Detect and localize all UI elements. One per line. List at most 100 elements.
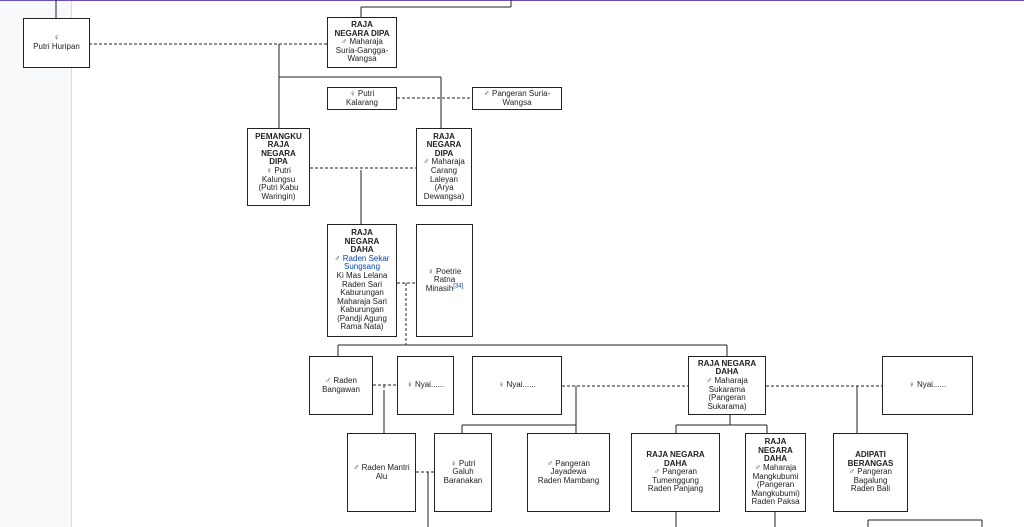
- person-raja-negara-daha-raden-sekar-sungsang[interactable]: RAJA NEGARA DAHA ♂ Raden Sekar Sungsang …: [327, 224, 397, 337]
- person-name: Pangeran: [857, 467, 892, 477]
- top-accent-bar: [0, 0, 1024, 1]
- male-icon: ♂: [334, 253, 341, 263]
- person-raja-negara-dipa-suria-gangga-wangsa[interactable]: RAJA NEGARA DIPA ♂ Maharaja Suria-Gangga…: [327, 17, 397, 68]
- person-name: Nyai......: [506, 380, 536, 390]
- person-title: DAHA: [715, 367, 739, 377]
- person-name: (Putri Kabu: [258, 183, 299, 193]
- person-pangeran-jayadewa[interactable]: ♂ Pangeran Jayadewa Raden Mambang: [527, 433, 610, 512]
- person-putri-kalarang[interactable]: ♀ Putri Kalarang: [327, 87, 397, 110]
- person-raden-bangawan[interactable]: ♂ Raden Bangawan: [309, 356, 373, 415]
- person-title: RAJA: [351, 20, 373, 30]
- person-raja-negara-dipa-carang-laleyan[interactable]: RAJA NEGARA DIPA ♂ Maharaja Carang Laley…: [416, 128, 472, 206]
- person-nyai-2[interactable]: ♀ Nyai......: [472, 356, 562, 415]
- person-name: Jayadewa: [550, 467, 587, 477]
- person-name: Rama Nata): [340, 322, 384, 332]
- person-title: DAHA: [763, 454, 788, 464]
- person-name: Kaburungan: [340, 288, 384, 298]
- person-name: Putri: [357, 88, 375, 98]
- person-name: Putri: [458, 458, 476, 468]
- male-icon: ♂: [353, 462, 360, 472]
- male-icon: ♂: [423, 157, 430, 167]
- person-title: DAHA: [350, 245, 374, 255]
- person-raja-negara-daha-pangeran-tumenggung[interactable]: RAJA NEGARA DAHA ♂ Pangeran Tumenggung R…: [631, 433, 720, 512]
- person-raja-negara-daha-sukarama[interactable]: RAJA NEGARA DAHA ♂ Maharaja Sukarama (Pa…: [688, 356, 766, 415]
- person-title: DAHA: [663, 458, 688, 468]
- person-name: Maharaja: [714, 375, 748, 385]
- person-name: Wangsa: [347, 54, 377, 64]
- person-link[interactable]: Sungsang: [343, 262, 381, 272]
- person-name: Alu: [375, 471, 388, 481]
- person-poetrie-ratna-minasih[interactable]: ♀ Poetrie Ratna Minasih[34]: [416, 224, 473, 337]
- person-name: Dewangsa): [423, 191, 465, 201]
- male-icon: ♂: [341, 37, 348, 47]
- person-nyai-3[interactable]: ♀ Nyai......: [882, 356, 973, 415]
- person-nyai-1[interactable]: ♀ Nyai......: [397, 356, 454, 415]
- person-name: Suria-Gangga-: [335, 45, 389, 55]
- person-name: Mangkubumi: [752, 471, 799, 481]
- person-title: RAJA NEGARA: [646, 450, 705, 460]
- male-icon: ♂: [325, 375, 332, 385]
- person-name: Raden: [333, 375, 357, 385]
- left-side-panel: [0, 1, 72, 527]
- person-raja-negara-daha-maharaja-mangkubumi[interactable]: RAJA NEGARA DAHA ♂ Maharaja Mangkubumi (…: [745, 433, 806, 512]
- person-adipati-berangas[interactable]: ADIPATI BERANGAS ♂ Pangeran Bagalung Rad…: [833, 433, 908, 512]
- male-icon: ♂: [849, 467, 856, 477]
- person-name: Tumenggung: [652, 475, 699, 485]
- person-name: Raden Bali: [850, 484, 891, 494]
- person-name: Carang: [430, 166, 458, 175]
- person-pemangku-putri-kalungsu[interactable]: PEMANGKU RAJA NEGARA DIPA ♀ Putri Kalung…: [247, 128, 310, 206]
- person-title: PEMANGKU: [255, 131, 302, 141]
- person-name: Ratna: [433, 275, 456, 285]
- person-name: Maharaja: [762, 462, 797, 472]
- person-title: RAJA: [351, 227, 373, 237]
- person-name: Raden Mambang: [537, 475, 600, 485]
- person-name: (Arya: [434, 183, 454, 193]
- person-name: Kalarang: [345, 97, 379, 107]
- person-link[interactable]: Raden Sekar: [342, 253, 390, 263]
- person-name: Sukarama): [707, 401, 747, 411]
- person-title: RAJA NEGARA: [697, 358, 757, 368]
- female-icon: ♀: [53, 33, 60, 43]
- person-name: Putri: [274, 166, 291, 175]
- person-title: NEGARA: [426, 140, 462, 150]
- person-title: BERANGAS: [847, 458, 894, 468]
- male-icon: ♂: [754, 462, 761, 472]
- person-name: Raden Paksa: [751, 497, 800, 507]
- person-putri-galuh-baranakan[interactable]: ♀ Putri Galuh Baranakan: [434, 433, 492, 512]
- person-name: Baranakan: [443, 475, 483, 485]
- person-name: Minasih: [425, 283, 454, 293]
- person-name: Raden Sari: [341, 279, 383, 289]
- person-name: Galuh: [452, 467, 474, 477]
- person-title: ADIPATI: [855, 450, 886, 460]
- person-title: RAJA: [267, 140, 290, 150]
- male-icon: ♂: [483, 88, 490, 98]
- female-icon: ♀: [908, 380, 915, 390]
- person-name: Poetrie: [435, 266, 462, 276]
- person-title: RAJA: [433, 131, 455, 141]
- person-title: DIPA: [434, 148, 454, 158]
- reference-link[interactable]: [34]: [453, 283, 464, 290]
- male-icon: ♂: [654, 467, 661, 477]
- person-name: Kalungsu: [261, 174, 296, 184]
- male-icon: ♂: [547, 458, 554, 468]
- person-title: DIPA: [269, 157, 288, 167]
- person-title: NEGARA DIPA: [334, 28, 390, 38]
- female-icon: ♀: [406, 380, 413, 390]
- person-name: Maharaja Sari: [337, 296, 387, 306]
- person-putri-huripan[interactable]: ♀ Putri Huripan: [23, 18, 90, 68]
- person-name: (Pangeran: [708, 393, 746, 403]
- person-name: Putri Huripan: [33, 42, 80, 51]
- person-name: Wangsa: [502, 97, 532, 107]
- person-title: NEGARA: [758, 445, 793, 455]
- person-name: Pangeran Suria-: [491, 88, 551, 98]
- person-name: Nyai......: [414, 380, 445, 390]
- person-name: Nyai......: [916, 380, 947, 390]
- person-name: Ki Mas Lelana: [336, 270, 388, 280]
- person-title: NEGARA: [261, 148, 296, 158]
- person-pangeran-suria-wangsa[interactable]: ♂ Pangeran Suria- Wangsa: [472, 87, 562, 110]
- female-icon: ♀: [450, 458, 457, 468]
- person-name: Laleyan: [429, 174, 459, 184]
- person-raden-mantri-alu[interactable]: ♂ Raden Mantri Alu: [347, 433, 416, 512]
- person-name: Waringin): [261, 191, 296, 201]
